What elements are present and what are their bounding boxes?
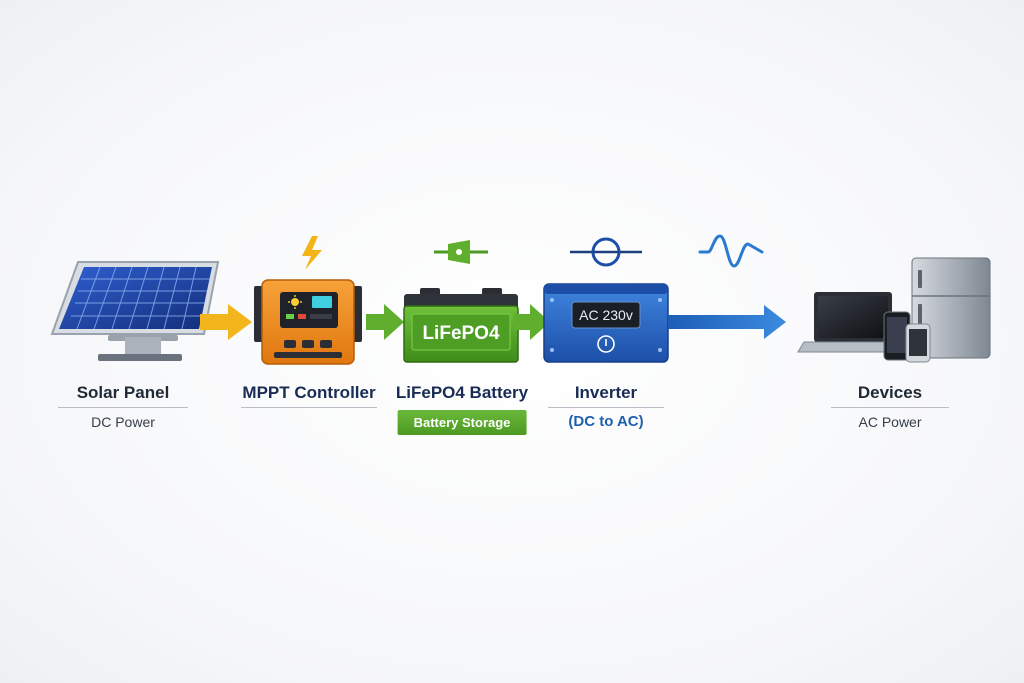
inverter-icon (543, 283, 669, 363)
arrow-battery-to-inverter (514, 304, 550, 340)
stage-title-solar-panel: Solar Panel (76, 383, 170, 402)
stage-title-devices: Devices (857, 383, 923, 402)
battery-storage-badge: Battery Storage (397, 410, 527, 435)
divider-solar-panel (58, 407, 188, 408)
stage-title-inverter: Inverter (574, 383, 638, 402)
ac-circle-icon (570, 237, 642, 267)
divider-devices (831, 407, 949, 408)
lifepo4-battery-icon (403, 288, 519, 363)
solar-panel-icon (50, 261, 220, 361)
divider-mppt-controller (241, 407, 377, 408)
sine-wave-icon (698, 234, 764, 268)
arrow-controller-to-battery (366, 304, 404, 340)
stage-subtitle-inverter: (DC to AC) (568, 413, 644, 430)
devices-icon (797, 257, 991, 363)
mppt-controller-icon (254, 279, 362, 365)
inverter-display: AC 230v (579, 307, 633, 323)
lightning-bolt-icon (302, 236, 322, 270)
stage-title-battery: LiFePO4 Battery (395, 383, 529, 402)
battery-label: LiFePO4 (422, 323, 500, 344)
stage-subtitle-solar-panel: DC Power (91, 414, 155, 430)
stage-subtitle-devices: AC Power (858, 414, 922, 430)
dc-plug-icon (434, 240, 488, 264)
arrow-inverter-to-devices (668, 305, 786, 339)
arrow-solar-to-controller (200, 304, 252, 340)
divider-inverter (548, 407, 664, 408)
stage-title-mppt-controller: MPPT Controller (242, 383, 376, 402)
